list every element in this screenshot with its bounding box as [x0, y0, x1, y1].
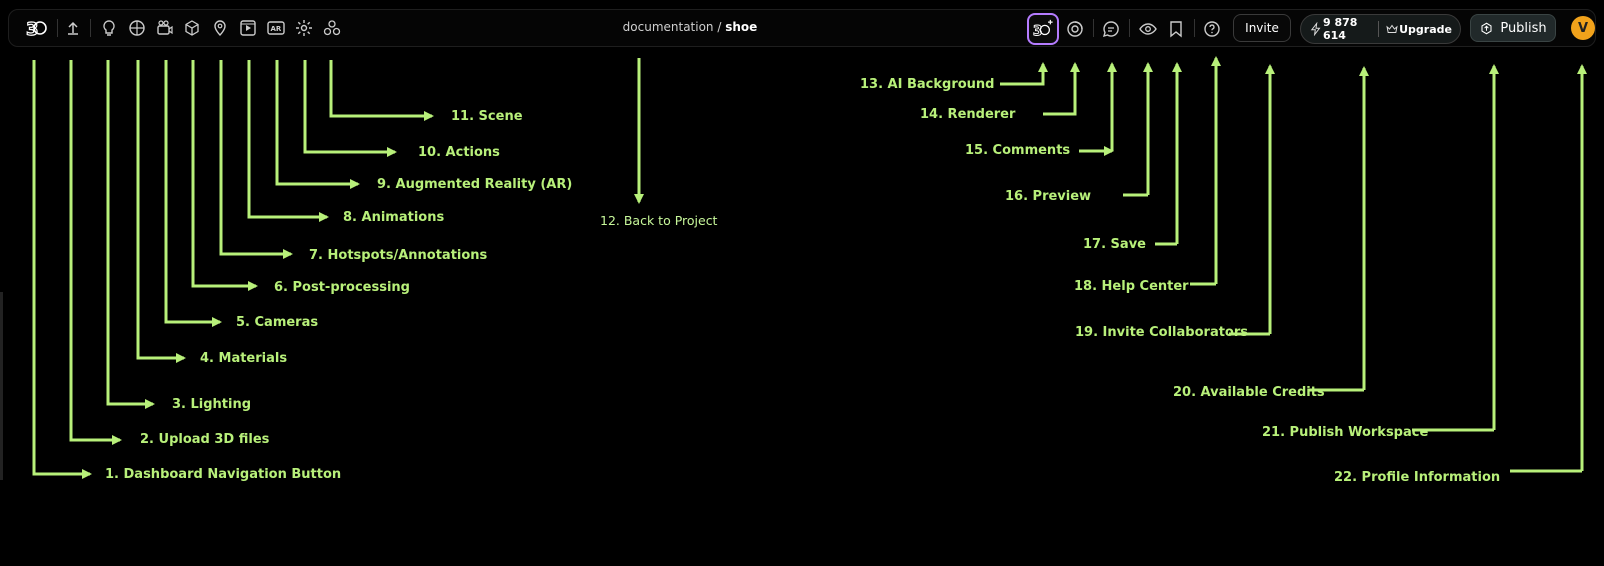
label-upload: 2. Upload 3D files [140, 432, 270, 447]
label-ai-background: 13. AI Background [860, 77, 995, 92]
credits-pill[interactable]: 9 878 614 Upgrade [1300, 14, 1461, 44]
lightbulb-icon[interactable] [99, 18, 119, 38]
upload-icon[interactable] [63, 18, 83, 38]
play-icon[interactable] [238, 18, 258, 38]
ar-icon[interactable]: AR [266, 18, 286, 38]
left-edge-marker [0, 292, 3, 480]
scene-icon[interactable] [322, 18, 342, 38]
gear-icon[interactable] [294, 18, 314, 38]
eye-icon[interactable] [1138, 19, 1158, 39]
crown-icon [1385, 22, 1399, 36]
label-post-processing: 6. Post-processing [274, 280, 410, 295]
toolbar-separator [1129, 19, 1130, 37]
svg-text:3: 3 [1033, 23, 1043, 39]
label-renderer: 14. Renderer [920, 107, 1016, 122]
label-publish-workspace: 21. Publish Workspace [1262, 425, 1429, 440]
breadcrumb-separator: / [717, 20, 722, 34]
label-materials: 4. Materials [200, 351, 288, 366]
toolbar-separator [1093, 19, 1094, 37]
label-scene: 11. Scene [451, 109, 523, 124]
toolbar-separator [1194, 19, 1195, 37]
label-actions: 10. Actions [418, 145, 500, 160]
breadcrumb-current: shoe [725, 20, 758, 34]
credits-value: 9 878 614 [1323, 16, 1358, 42]
upgrade-button[interactable]: Upgrade [1399, 22, 1452, 36]
label-cameras: 5. Cameras [236, 315, 319, 330]
globe-icon[interactable] [127, 18, 147, 38]
logo-3d-icon[interactable]: 3 [24, 16, 48, 40]
breadcrumb-parent[interactable]: documentation [622, 20, 714, 34]
camera-icon[interactable] [155, 18, 175, 38]
comment-icon[interactable] [1101, 19, 1121, 39]
credits-divider [1378, 21, 1380, 37]
label-comments: 15. Comments [965, 143, 1071, 158]
renderer-icon[interactable] [1065, 19, 1085, 39]
help-icon[interactable] [1202, 19, 1222, 39]
label-back-to-project: 12. Back to Project [600, 213, 718, 228]
label-preview: 16. Preview [1005, 189, 1092, 204]
bolt-icon [1309, 22, 1323, 36]
avatar[interactable]: V [1571, 16, 1595, 40]
label-ar: 9. Augmented Reality (AR) [377, 177, 573, 192]
cube-icon[interactable] [182, 18, 202, 38]
label-hotspots: 7. Hotspots/Annotations [309, 248, 488, 263]
label-save: 17. Save [1083, 237, 1146, 252]
ai-background-button[interactable]: 3 [1027, 13, 1059, 45]
bookmark-icon[interactable] [1166, 19, 1186, 39]
label-invite-collaborators: 19. Invite Collaborators [1075, 325, 1249, 340]
toolbar-separator [90, 19, 91, 37]
label-available-credits: 20. Available Credits [1173, 385, 1325, 400]
publish-label: Publish [1500, 20, 1547, 36]
label-profile-information: 22. Profile Information [1334, 470, 1501, 485]
breadcrumb[interactable]: documentation / shoe [0, 20, 1380, 34]
invite-button[interactable]: Invite [1233, 14, 1291, 42]
toolbar-separator [57, 19, 58, 37]
label-dashboard-nav: 1. Dashboard Navigation Button [105, 467, 342, 482]
label-animations: 8. Animations [343, 210, 445, 225]
label-lighting: 3. Lighting [172, 397, 252, 412]
map-pin-icon[interactable] [210, 18, 230, 38]
publish-icon [1479, 21, 1494, 36]
label-help-center: 18. Help Center [1074, 279, 1189, 294]
ai-3d-icon: 3 [1032, 18, 1054, 40]
publish-button[interactable]: Publish [1470, 14, 1556, 42]
svg-text:AR: AR [271, 25, 282, 33]
